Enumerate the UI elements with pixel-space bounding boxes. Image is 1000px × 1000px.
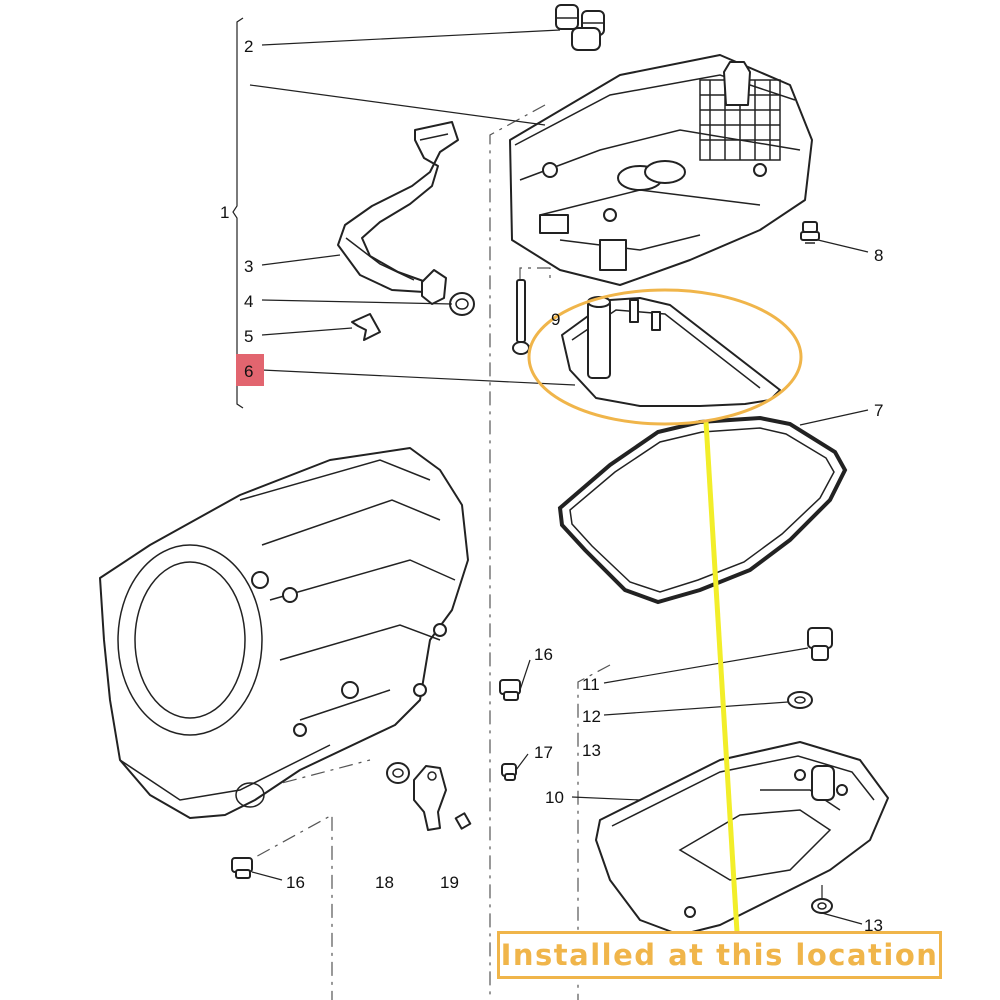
callout-3: 3 [244,257,253,276]
callout-19: 19 [440,873,459,892]
seal-part-18 [386,762,410,784]
callout-10: 10 [545,788,564,807]
plug-part-17 [501,763,517,781]
callout-5: 5 [244,327,253,346]
connector-part-19 [413,765,472,831]
callout-9: 9 [551,310,560,329]
callout-labels: 1 2 3 4 5 6 7 8 9 10 11 12 13 13 16 16 1… [220,37,883,935]
annotation-text: Installed at this location [500,938,939,972]
plug-part-16-lower [231,857,253,879]
filter-part-6 [561,296,781,407]
callout-4: 4 [244,292,253,311]
seal-part-4 [449,292,475,316]
bolt-part-8 [800,221,820,244]
callout-6: 6 [244,362,253,381]
clip-part-5 [351,313,381,341]
leader-lines [249,29,869,925]
washer-part-13 [811,898,833,914]
callout-1: 1 [220,203,229,222]
callout-13-lower: 13 [864,916,883,935]
gasket-part-7 [557,415,848,605]
drain-plug-part-11 [807,627,833,661]
filter-highlight-ellipse [527,288,803,426]
callout-17: 17 [534,743,553,762]
callout-16-lower: 16 [286,873,305,892]
washer-part-12 [787,691,813,709]
oil-pan-part-10 [595,741,889,936]
plug-part-2 [555,4,605,51]
callout-12: 12 [582,707,601,726]
valve-body [509,54,813,286]
transmission-housing [99,447,469,819]
plug-part-16-upper [499,679,521,701]
callout-8: 8 [874,246,883,265]
callout-18: 18 [375,873,394,892]
location-pointer-line [703,421,740,933]
guide-lines [231,104,611,1000]
callout-2: 2 [244,37,253,56]
bolt-part-9 [512,279,530,355]
callout-11: 11 [582,675,600,694]
callout-6-highlight [236,354,264,386]
bracket-part-3 [337,121,459,305]
callout-7: 7 [874,401,883,420]
group-bracket [232,17,244,409]
callout-16-upper: 16 [534,645,553,664]
callout-13-upper: 13 [582,741,601,760]
annotation-box: Installed at this location [497,931,942,979]
